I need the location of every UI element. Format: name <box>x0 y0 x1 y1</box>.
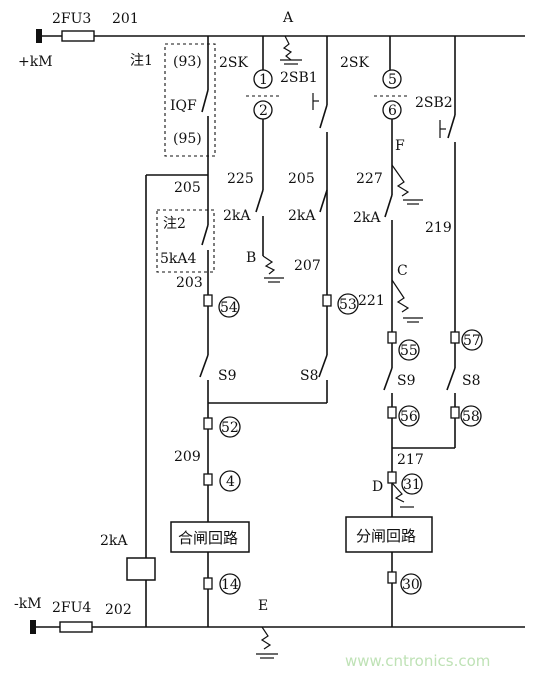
close-column: 注1 (93) IQF (95) 205 注2 5kA4 203 S9 209 … <box>130 36 250 627</box>
coil-2ka <box>126 557 156 581</box>
label-209: 209 <box>174 449 201 465</box>
label-f: F <box>395 138 405 154</box>
label-coil-2ka: 2kA <box>100 533 128 549</box>
label-219: 219 <box>425 220 452 236</box>
close-circuit-box <box>170 521 250 553</box>
positive-supply: 2FU3 201 +kM A <box>18 10 525 70</box>
label-95: (95) <box>173 131 202 147</box>
circle-55: 55 <box>400 343 418 359</box>
label-205-mid: 205 <box>288 171 315 187</box>
circle-54: 54 <box>220 300 238 316</box>
circle-6: 6 <box>388 103 397 119</box>
watermark: www.cntronics.com <box>345 652 490 670</box>
label-203: 203 <box>176 275 203 291</box>
label-2sk-right: 2SK <box>340 55 369 71</box>
close-circuit-label: 合闸回路 <box>178 529 238 547</box>
sb2-column: 2SB2 219 S8 <box>392 36 481 449</box>
negative-terminal <box>30 620 36 634</box>
fuse-2fu4 <box>59 621 93 633</box>
label-93: (93) <box>173 54 202 70</box>
sk-column-right: 5 6 2SK F 227 2kA C 221 S9 217 <box>340 36 433 627</box>
coil-branch: 2kA <box>100 174 208 627</box>
positive-terminal <box>36 29 42 43</box>
label-a: A <box>282 10 294 26</box>
circle-30: 30 <box>402 577 420 593</box>
sb1-column: 2SB1 205 2kA 207 S8 <box>208 36 332 404</box>
negative-supply: -kM 2FU4 202 E <box>14 596 525 659</box>
circle-4: 4 <box>226 474 235 490</box>
label-217: 217 <box>397 452 424 468</box>
label-pos-km: +kM <box>18 54 53 70</box>
label-b: B <box>246 250 256 266</box>
label-note2: 注2 <box>163 216 186 232</box>
label-205-left: 205 <box>174 180 201 196</box>
fuse-2fu3 <box>61 30 95 42</box>
circle-1: 1 <box>259 72 268 88</box>
circle-14: 14 <box>221 577 239 593</box>
open-circuit-box <box>345 516 433 553</box>
label-2fu4: 2FU4 <box>52 600 91 616</box>
label-201: 201 <box>112 11 139 27</box>
label-s8-left: S8 <box>300 368 319 384</box>
label-5ka4: 5kA4 <box>160 251 197 267</box>
label-d: D <box>372 479 383 495</box>
circle-56: 56 <box>400 409 418 425</box>
label-2ka-left: 2kA <box>223 208 251 224</box>
circle-2: 2 <box>259 103 268 119</box>
label-neg-km: -kM <box>14 596 42 612</box>
label-2ka-right: 2kA <box>353 210 381 226</box>
label-2ka-mid: 2kA <box>288 208 316 224</box>
label-2sb1: 2SB1 <box>280 70 318 86</box>
label-227: 227 <box>356 171 383 187</box>
open-circuit-label: 分闸回路 <box>356 527 416 545</box>
circle-5: 5 <box>388 72 397 88</box>
circle-52: 52 <box>221 420 239 436</box>
label-s9-left: S9 <box>218 368 237 384</box>
label-202: 202 <box>105 602 132 618</box>
label-2sk-left: 2SK <box>219 55 248 71</box>
label-2fu3: 2FU3 <box>52 11 91 27</box>
circle-57: 57 <box>463 333 481 349</box>
sk-column-left: 1 2 2SK 225 2kA B <box>219 36 284 283</box>
circle-58: 58 <box>462 409 480 425</box>
label-note1: 注1 <box>130 53 153 69</box>
label-iqf: IQF <box>170 98 197 114</box>
label-e: E <box>258 598 268 614</box>
circle-31: 31 <box>403 477 421 493</box>
circle-53: 53 <box>339 297 357 313</box>
label-s9-right: S9 <box>397 373 416 389</box>
terminal-numbers: 54 53 55 57 52 56 58 4 31 14 30 <box>218 293 483 595</box>
label-225: 225 <box>227 171 254 187</box>
label-2sb2: 2SB2 <box>415 95 453 111</box>
label-207: 207 <box>294 258 321 274</box>
label-c: C <box>397 263 408 279</box>
label-221: 221 <box>358 293 385 309</box>
label-s8-right: S8 <box>462 373 481 389</box>
